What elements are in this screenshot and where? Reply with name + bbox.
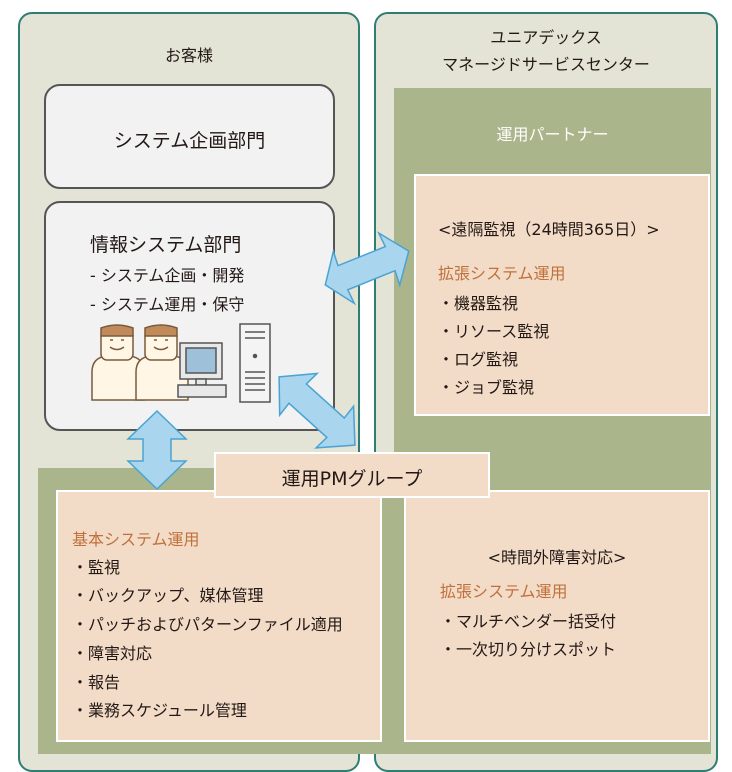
after-hours-item: ・一次切り分けスポット: [440, 640, 617, 659]
pm-group-label-box: 運用PMグループ: [214, 452, 490, 498]
info-dept-item: - システム企画・開発: [90, 266, 245, 285]
remote-monitoring-box: <遠隔監視（24時間365日）> 拡張システム運用 ・機器監視 ・リソース監視 …: [414, 174, 710, 416]
basic-ops-heading: 基本システム運用: [72, 530, 200, 549]
pm-group-label: 運用PMグループ: [281, 468, 423, 490]
basic-ops-box: 基本システム運用 ・監視 ・バックアップ、媒体管理 ・パッチおよびパターンファイ…: [56, 490, 382, 742]
center-title-line2: マネージドサービスセンター: [442, 55, 650, 74]
after-hours-heading: <時間外障害対応>: [487, 548, 627, 567]
basic-ops-item: ・監視: [72, 558, 121, 577]
after-hours-subheading: 拡張システム運用: [440, 582, 568, 601]
planning-dept-label: システム企画部門: [113, 130, 266, 152]
server-tower-icon: [239, 323, 271, 403]
after-hours-item: ・マルチベンダー括受付: [440, 612, 617, 631]
remote-monitoring-item: ・ジョブ監視: [438, 378, 535, 397]
customer-title: お客様: [164, 46, 213, 65]
remote-monitoring-heading: <遠隔監視（24時間365日）>: [438, 220, 660, 239]
remote-monitoring-item: ・リソース監視: [438, 322, 550, 341]
remote-monitoring-item: ・ログ監視: [438, 350, 519, 369]
basic-ops-item: ・パッチおよびパターンファイル適用: [72, 615, 343, 634]
basic-ops-item: ・バックアップ、媒体管理: [72, 586, 264, 605]
remote-monitoring-item: ・機器監視: [438, 294, 519, 313]
info-dept-title: 情報システム部門: [90, 234, 242, 256]
remote-monitoring-subheading: 拡張システム運用: [438, 264, 566, 283]
person-icon: [91, 324, 145, 401]
double-arrow-upper-icon: [324, 231, 410, 306]
info-dept-item: - システム運用・保守: [90, 295, 245, 314]
center-title-line1: ユニアデックス: [490, 28, 602, 47]
planning-dept-box: システム企画部門: [44, 84, 335, 189]
basic-ops-item: ・障害対応: [72, 644, 153, 663]
basic-ops-item: ・業務スケジュール管理: [72, 701, 247, 720]
basic-ops-item: ・報告: [72, 673, 121, 692]
after-hours-box: <時間外障害対応> 拡張システム運用 ・マルチベンダー括受付 ・一次切り分けスポ…: [404, 490, 710, 742]
double-arrow-vertical-icon: [126, 409, 188, 491]
double-arrow-lower-icon: [278, 372, 356, 449]
monitor-icon: [177, 342, 227, 398]
partner-label: 運用パートナー: [496, 125, 609, 144]
